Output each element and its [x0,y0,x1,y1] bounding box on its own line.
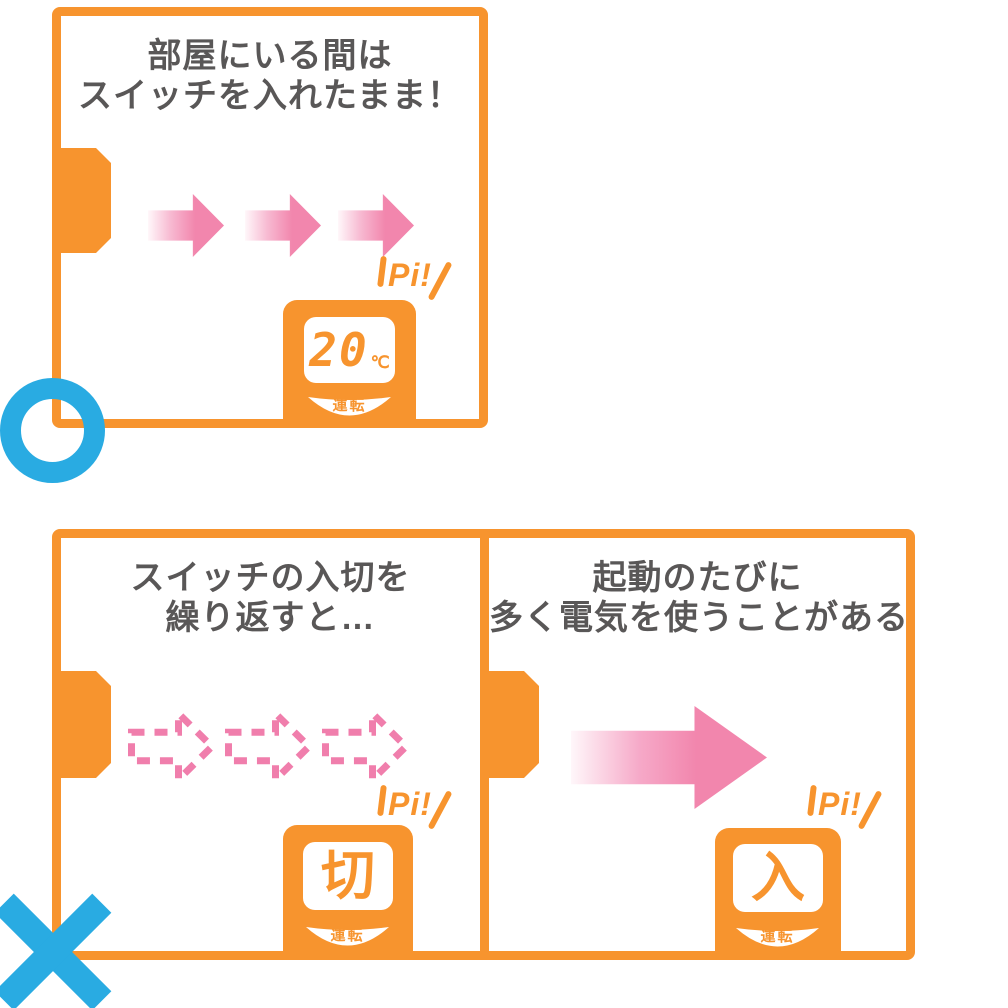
panel-title: 部屋にいる間は スイッチを入れたまま！ [61,36,479,116]
air-conditioner-unit-icon [52,671,111,778]
operate-button-label: 運転 [760,928,795,945]
remote-control: 切 運転 [283,825,413,951]
beep-sound: Pi! [377,252,453,302]
remote-control: 20 ℃ 運転 [283,300,416,419]
power-state-off: 切 [321,846,375,906]
panel-title: スイッチの入切を 繰り返すと… [61,558,480,638]
panel-title-line1: スイッチの入切を [130,559,411,597]
big-airflow-arrow-icon [571,706,767,809]
remote-display: 20 ℃ [304,317,395,383]
operate-button-shape [306,927,389,946]
temperature-unit: ℃ [370,353,390,372]
beep-sound: Pi! [377,781,453,831]
remote-display: 切 [303,842,393,910]
panel-title-line1: 起動のたびに [592,559,803,597]
operate-button: 運転 [308,394,391,420]
temperature-value: 20 [309,323,369,377]
airflow-arrow-icon [338,194,414,257]
cross-bad-mark-icon [0,893,112,1008]
circle-good-mark-icon [0,378,105,483]
beep-line-icon [377,784,387,817]
air-conditioner-unit-icon [52,148,111,253]
panel-title-line2: 多く電気を使うことがある [489,599,909,637]
panel-title: 起動のたびに 多く電気を使うことがある [489,558,909,638]
dashed-airflow-arrow-icon [225,710,313,783]
remote-control: 入 運転 [715,828,841,951]
operate-button: 運転 [736,925,819,951]
dashed-airflow-arrow-icon [128,710,216,783]
panel-keep-switch-on: 部屋にいる間は スイッチを入れたまま！ Pi! 20 ℃ 運転 [52,7,488,428]
operate-button-label: 運転 [332,397,367,414]
beep-line-icon [377,255,387,288]
beep-line-icon [807,784,817,817]
beep-label: Pi! [818,786,862,822]
panel-title-line1: 部屋にいる間は [147,37,393,75]
beep-label: Pi! [388,257,432,293]
dashed-airflow-arrow-icon [322,710,410,783]
panel-title-line2: スイッチを入れたまま！ [78,77,462,115]
panel-title-line2: 繰り返すと… [165,599,376,637]
operate-button: 運転 [306,924,389,950]
power-state-on: 入 [751,848,805,908]
airflow-arrow-icon [245,194,321,257]
operate-button-shape [308,397,391,416]
beep-label: Pi! [388,786,432,822]
remote-display: 入 [733,844,823,912]
air-conditioner-unit-icon [482,671,539,778]
operate-button-label: 運転 [330,927,365,944]
panel-switching-on-off: スイッチの入切を 繰り返すと… Pi! 切 運転 [52,529,915,960]
airflow-arrow-icon [148,194,224,257]
beep-sound: Pi! [807,781,883,831]
operate-button-shape [736,928,819,947]
